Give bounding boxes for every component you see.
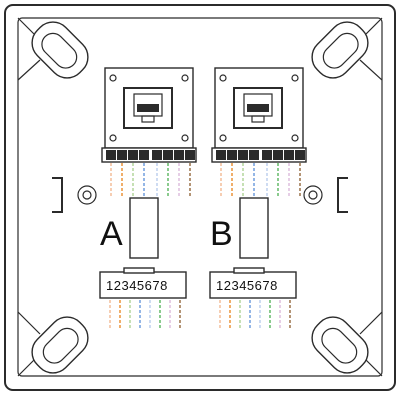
inner-frame xyxy=(17,17,383,377)
cable-a xyxy=(129,197,159,259)
cable-b xyxy=(239,197,269,259)
screw-boss-bottom-right xyxy=(311,316,369,374)
pin-numbers-b: 12345678 xyxy=(216,278,278,293)
screw-boss-top-left xyxy=(31,21,89,79)
rj45-port-icon xyxy=(233,87,283,129)
outer-frame xyxy=(4,4,396,391)
module-b-label: B xyxy=(210,215,233,253)
terminal-block-b xyxy=(211,147,307,163)
rj45-port-icon xyxy=(123,87,173,129)
wires-a-bottom xyxy=(109,300,181,330)
screw-boss-bottom-left xyxy=(31,316,89,374)
wires-b-top xyxy=(220,163,301,197)
module-a-label: A xyxy=(100,215,123,253)
pin-numbers-a: 12345678 xyxy=(106,278,168,293)
module-b: B 12345678 xyxy=(209,67,307,330)
pin-connector-a xyxy=(99,271,187,299)
side-clip-left xyxy=(52,177,97,213)
screw-boss-top-right xyxy=(311,21,369,79)
side-clip-right xyxy=(303,177,348,213)
wires-b-bottom xyxy=(219,300,291,330)
module-a: A 12345678 xyxy=(99,67,197,330)
terminal-block-a xyxy=(101,147,197,163)
wires-a-top xyxy=(110,163,191,197)
